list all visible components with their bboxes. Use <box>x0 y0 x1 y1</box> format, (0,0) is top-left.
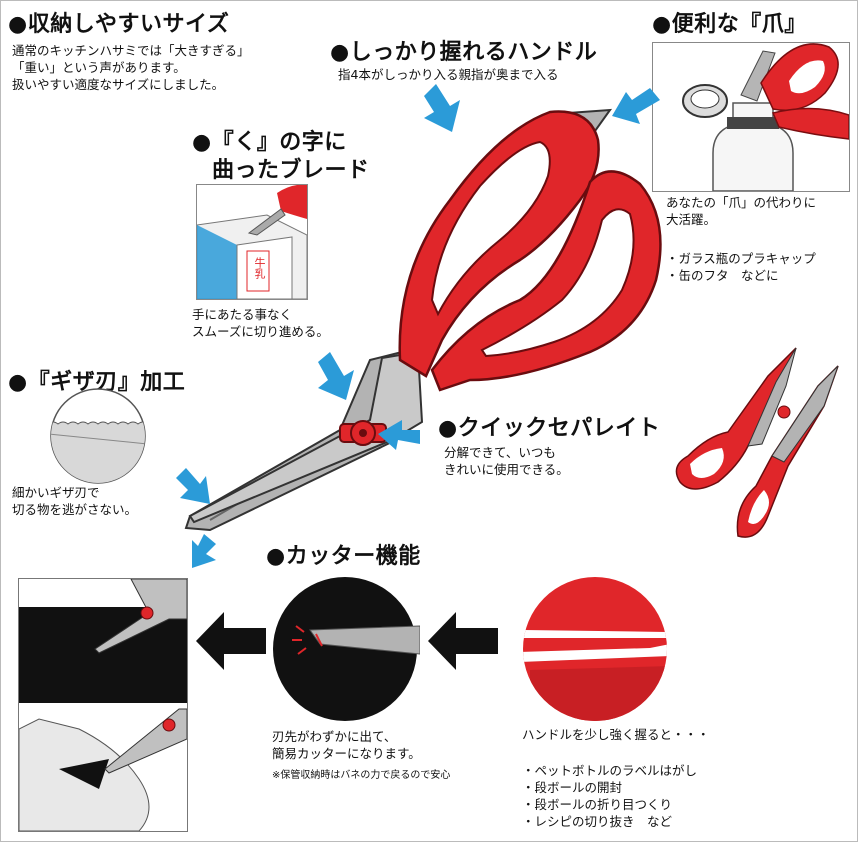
callout-arrows <box>176 84 660 568</box>
milk-carton-label: 牛乳 <box>253 257 266 279</box>
cutter-closeup <box>270 574 420 724</box>
cutter-heading: カッター機能 <box>266 538 421 570</box>
size-description: 通常のキッチンハサミでは「大きすぎる」 「重い」という声があります。 扱いやすい… <box>12 43 250 92</box>
cutter-safety-note: ※保管収納時はバネの力で戻るので安心 <box>272 770 451 781</box>
cutter-usage-photo <box>18 578 188 832</box>
blade-photo: 牛乳 <box>196 184 308 300</box>
handle-squeeze-closeup <box>520 574 670 724</box>
arrow-left-2 <box>428 612 498 670</box>
blade-description: 手にあたる事なく スムーズに切り進める。 <box>192 307 329 339</box>
handle-heading: しっかり握れるハンドル <box>330 34 597 66</box>
handle-description: 指4本がしっかり入る親指が奥まで入る <box>338 67 559 82</box>
claw-uses: ・ガラス瓶のプラキャップ ・缶のフタ などに <box>666 251 816 283</box>
size-heading: 収納しやすいサイズ <box>8 6 229 38</box>
claw-description: あなたの「爪」の代わりに 大活躍。 <box>666 195 817 227</box>
separate-description: 分解できて、いつも きれいに使用できる。 <box>444 445 569 477</box>
arrow-left-1 <box>196 612 266 670</box>
cutter-description: 刃先がわずかに出て、 簡易カッターになります。 <box>272 729 421 761</box>
blade-heading: 『く』の字に <box>192 124 347 156</box>
serrated-closeup <box>48 386 148 486</box>
cutter-uses: ・ペットボトルのラベルはがし ・段ボールの開封 ・段ボールの折り目つくり ・レシ… <box>522 763 698 829</box>
scissors-illustration <box>170 90 670 550</box>
serrated-description: 細かいギザ刃で 切る物を逃がさない。 <box>12 485 138 517</box>
blade-heading-line2: 曲ったブレード <box>212 158 370 183</box>
separated-scissors-illustration <box>668 346 848 546</box>
claw-photo <box>652 42 850 192</box>
claw-heading: 便利な『爪』 <box>652 6 807 38</box>
cutter-squeeze-text: ハンドルを少し強く握ると・・・ <box>522 727 710 742</box>
separate-heading: クイックセパレイト <box>438 410 660 442</box>
